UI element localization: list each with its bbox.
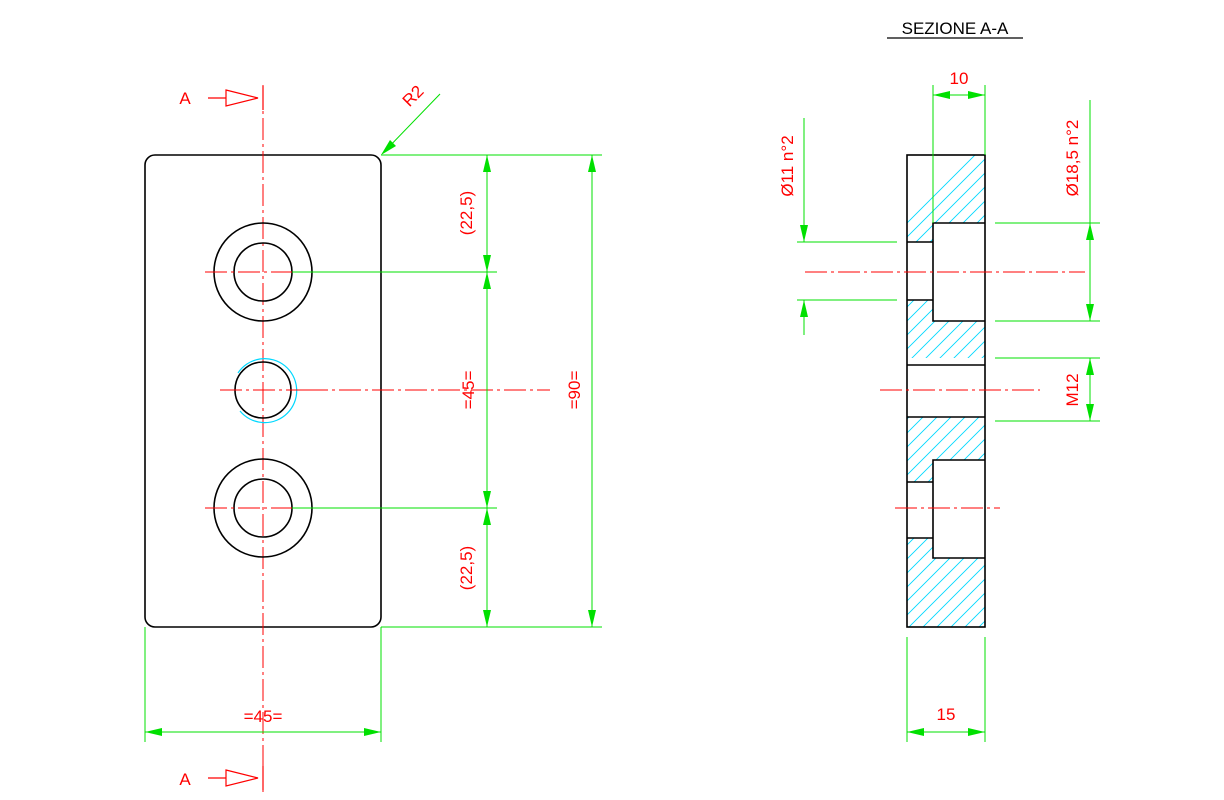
hatch-line bbox=[907, 167, 985, 259]
cut-marker-top: A bbox=[179, 86, 264, 110]
dim-bottom-offset: (22,5) bbox=[457, 546, 476, 590]
hatch-line bbox=[907, 405, 985, 497]
section-threaded-hole bbox=[907, 364, 985, 418]
dim-middle: =45= bbox=[459, 371, 478, 410]
hatch-line bbox=[907, 489, 985, 581]
section-outline bbox=[906, 154, 986, 628]
hatch-line bbox=[907, 391, 985, 483]
hatch-line bbox=[907, 377, 985, 469]
section-bottom-counterbore bbox=[907, 459, 985, 559]
dim-corner-radius: R2 bbox=[399, 82, 428, 111]
hatch-line bbox=[907, 517, 985, 609]
section-hatching bbox=[900, 155, 990, 748]
hatch-line bbox=[907, 475, 985, 567]
dim-thickness: 15 bbox=[937, 705, 956, 724]
section-title-group: SEZIONE A-A bbox=[887, 19, 1023, 39]
dim-counterbore-depth: 10 bbox=[950, 69, 969, 88]
cut-label-bottom: A bbox=[179, 770, 191, 789]
hatch-line bbox=[900, 658, 990, 748]
section-title: SEZIONE A-A bbox=[902, 19, 1009, 38]
section-view: 10 15 Ø11 n°2 Ø18,5 n°2 M12 bbox=[778, 69, 1100, 748]
hatch-line bbox=[907, 545, 985, 627]
hatch-line bbox=[907, 251, 985, 343]
hatch-line bbox=[907, 279, 985, 371]
hatch-line bbox=[907, 237, 985, 329]
hatch-line bbox=[907, 615, 985, 627]
hatch-line bbox=[907, 433, 985, 525]
hatch-line bbox=[907, 587, 985, 627]
hatch-line bbox=[907, 181, 985, 273]
hatch-line bbox=[907, 335, 985, 427]
threaded-hole bbox=[220, 358, 306, 424]
hatch-line bbox=[907, 531, 985, 623]
dim-total-height: =90= bbox=[565, 371, 584, 410]
hatch-line bbox=[907, 265, 985, 357]
cut-label-top: A bbox=[179, 89, 191, 108]
dim-top-offset: (22,5) bbox=[457, 191, 476, 235]
cut-marker-bottom: A bbox=[179, 766, 264, 790]
hatch-line bbox=[907, 503, 985, 595]
dim-hole-diameter: Ø11 n°2 bbox=[778, 135, 797, 196]
hatch-line bbox=[907, 321, 985, 413]
dim-counterbore-diameter: Ø18,5 n°2 bbox=[1063, 120, 1082, 197]
hatch-line bbox=[907, 559, 985, 627]
hatch-line bbox=[907, 155, 985, 231]
dim-thread: M12 bbox=[1063, 373, 1082, 406]
front-view: (22,5) =45= (22,5) =90= =45= R2 A A bbox=[144, 82, 602, 792]
hatch-line bbox=[907, 447, 985, 539]
hatch-line bbox=[907, 293, 985, 385]
dim-width: =45= bbox=[244, 707, 283, 726]
hatch-line bbox=[907, 601, 985, 627]
hatch-line bbox=[907, 363, 985, 455]
hatch-line bbox=[907, 349, 985, 441]
hatch-line bbox=[907, 573, 985, 627]
hatch-line bbox=[907, 155, 985, 245]
hatch-line bbox=[907, 419, 985, 511]
